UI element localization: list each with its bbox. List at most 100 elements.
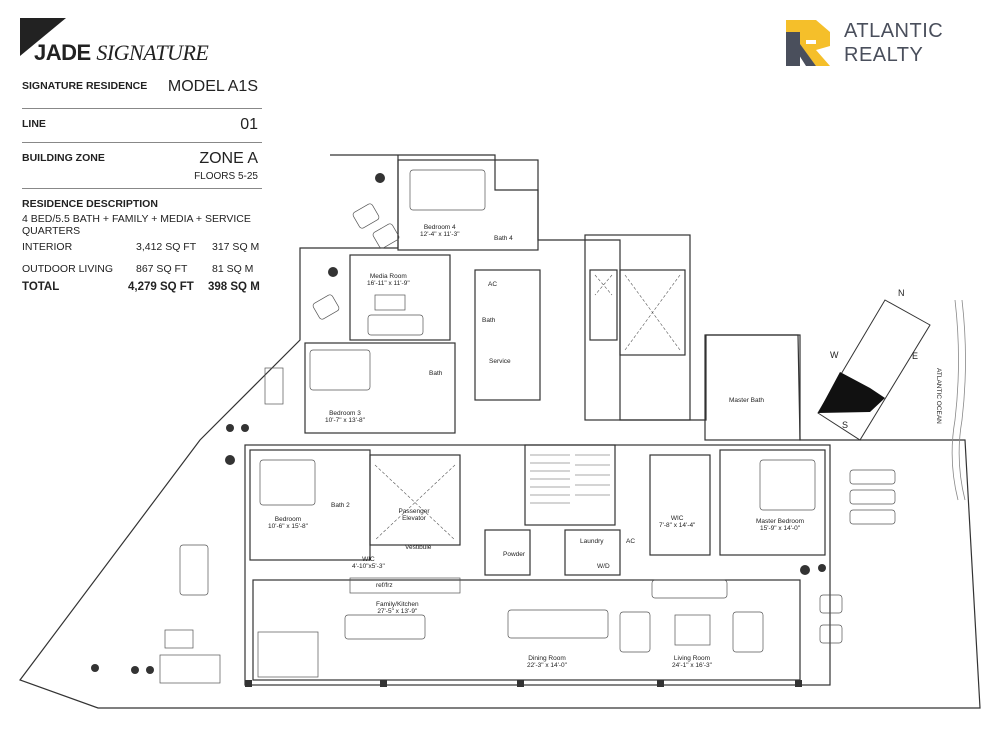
stair-core <box>619 269 686 356</box>
table-icon <box>374 294 406 311</box>
area-sqft: 3,412 SQ FT <box>136 241 197 253</box>
area-sqm: 81 SQ M <box>212 263 254 275</box>
plant-icon <box>818 564 826 572</box>
plant-icon <box>800 565 810 575</box>
stair <box>524 444 616 526</box>
room-elevator: Passenger Elevator <box>398 508 430 522</box>
jade-signature-logo: JADE SIGNATURE <box>20 18 209 65</box>
bedroom3-walls <box>304 342 456 434</box>
logo-text: JADE SIGNATURE <box>34 40 209 65</box>
logo-triangle-icon <box>20 18 66 56</box>
room-ac2: AC <box>626 538 636 545</box>
room-bath-service: Bath <box>482 317 496 324</box>
room-ac1: AC <box>488 281 498 288</box>
chair-icon <box>819 624 843 644</box>
compass-west: W <box>830 350 839 360</box>
plant-icon <box>226 424 234 432</box>
area-row: OUTDOOR LIVING 867 SQ FT 81 SQ M <box>22 263 262 281</box>
room-vestibule: Vestibule <box>405 544 432 551</box>
lounger-icon <box>849 489 896 505</box>
column-icon <box>380 680 387 687</box>
column-icon <box>795 680 802 687</box>
master-bath-walls <box>704 334 801 441</box>
bed-icon <box>409 169 486 211</box>
line-label: LINE <box>22 118 46 130</box>
service-walls <box>474 269 541 401</box>
plant-icon <box>328 267 338 277</box>
ocean-label: ATLANTIC OCEAN <box>935 368 942 424</box>
area-row-total: TOTAL 4,279 SQ FT 398 SQ M <box>22 281 262 299</box>
area-label: OUTDOOR LIVING <box>22 263 114 275</box>
core-walls <box>584 234 691 421</box>
dining-table-icon <box>507 609 609 639</box>
area-row: INTERIOR 3,412 SQ FT 317 SQ M <box>22 241 262 257</box>
bed-icon <box>309 349 371 391</box>
area-sqft: 4,279 SQ FT <box>128 281 194 293</box>
area-sqft: 867 SQ FT <box>136 263 188 275</box>
room-wd: W/D <box>597 563 610 570</box>
great-room <box>252 579 801 681</box>
bedroom4-walls <box>397 159 539 251</box>
plant-icon <box>225 455 235 465</box>
media-walls <box>349 254 451 341</box>
compass-east: E <box>912 351 919 361</box>
plant-icon <box>375 173 385 183</box>
room-powder: Powder <box>503 551 526 558</box>
room-laundry: Laundry <box>580 538 604 545</box>
column-icon <box>657 680 664 687</box>
plant-icon <box>91 664 99 672</box>
info-row-line: LINE 01 <box>22 108 262 143</box>
info-row-residence: SIGNATURE RESIDENCE MODEL A1S <box>22 74 262 109</box>
sectional-icon <box>257 631 319 678</box>
outdoor-table-icon <box>164 629 194 649</box>
outdoor-table-icon <box>179 544 209 596</box>
description-header: RESIDENCE DESCRIPTION <box>22 198 158 210</box>
description-summary: 4 BED/5.5 BATH + FAMILY + MEDIA + SERVIC… <box>22 213 251 237</box>
chair-icon <box>352 203 380 229</box>
plant-icon <box>241 424 249 432</box>
atlantic-realty-logo: ATLANTIC REALTY <box>786 18 986 70</box>
room-bath2: Bath 2 <box>331 502 350 509</box>
lounger-icon <box>264 367 284 405</box>
shaft <box>589 269 618 341</box>
area-label: TOTAL <box>22 281 60 293</box>
sofa-icon <box>367 314 424 336</box>
room-bath3: Bath <box>429 370 443 377</box>
sofa-icon <box>651 579 728 599</box>
column-icon <box>517 680 524 687</box>
chair-icon <box>819 594 843 614</box>
chair-icon <box>372 223 400 249</box>
chair-icon <box>312 294 340 320</box>
compass-south: S <box>842 420 849 430</box>
key-plan <box>817 299 966 501</box>
interior-main <box>244 444 831 686</box>
laundry-walls <box>564 529 621 576</box>
zone-value: ZONE A <box>199 150 258 167</box>
bed-icon <box>759 459 816 511</box>
room-ref-frz: ref/frz <box>376 582 393 589</box>
ar-monogram-icon <box>786 20 830 66</box>
chair-icon <box>619 611 651 653</box>
line-value: 01 <box>240 116 258 133</box>
chair-icon <box>732 611 764 653</box>
area-label: INTERIOR <box>22 241 73 253</box>
bed-icon <box>259 459 316 506</box>
area-sqm: 398 SQ M <box>208 281 260 293</box>
realty-line2: REALTY <box>844 44 924 66</box>
column-icon <box>245 680 252 687</box>
lounger-icon <box>849 509 896 525</box>
residence-value: MODEL A1S <box>167 78 258 95</box>
wic2-walls <box>649 454 711 556</box>
room-service: Service <box>489 358 511 365</box>
zone-label: BUILDING ZONE <box>22 152 105 164</box>
zone-floors: FLOORS 5-25 <box>194 171 258 182</box>
plant-icon <box>146 666 154 674</box>
lounger-icon <box>849 469 896 485</box>
